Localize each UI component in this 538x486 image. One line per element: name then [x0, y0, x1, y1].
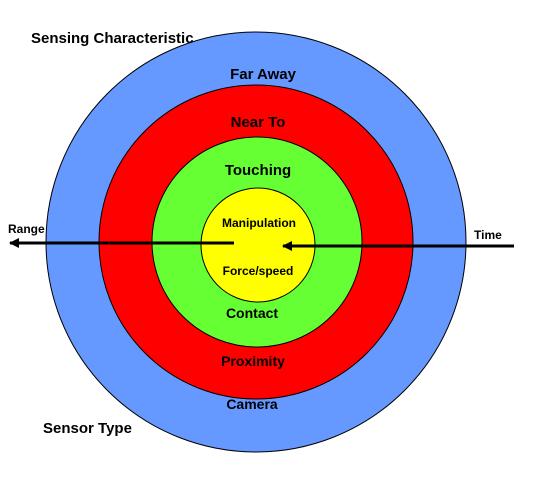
axis-label-time: Time	[474, 228, 502, 242]
label-proximity: Proximity	[221, 353, 285, 369]
axis-label-range: Range	[8, 222, 45, 236]
label-near-to: Near To	[231, 114, 286, 131]
caption-sensor-type: Sensor Type	[43, 420, 132, 437]
caption-sensing-characteristic: Sensing Characteristic	[31, 30, 194, 47]
label-manipulation: Manipulation	[222, 216, 296, 230]
label-camera: Camera	[226, 396, 278, 412]
label-touching: Touching	[225, 162, 291, 179]
label-far-away: Far Away	[230, 66, 297, 83]
label-force-speed: Force/speed	[223, 264, 294, 278]
label-contact: Contact	[226, 305, 278, 321]
